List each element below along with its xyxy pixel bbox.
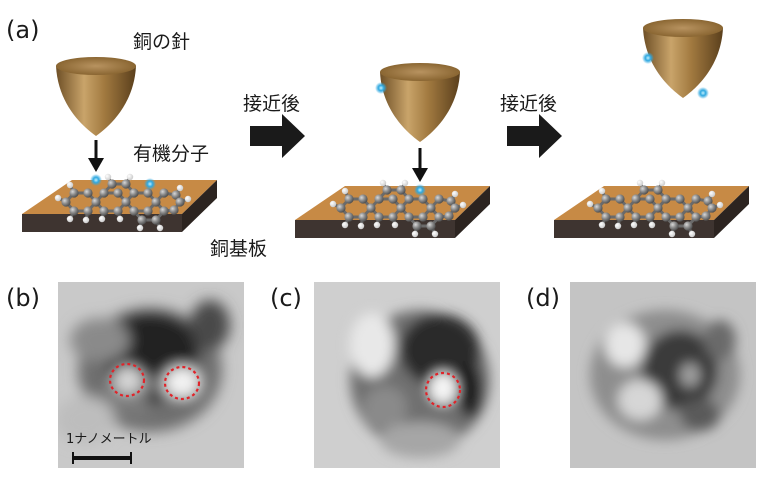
highlight-atom-tip-3b: [697, 87, 709, 99]
scale-bar-tick-left: [72, 452, 74, 464]
highlight-atom-2: [414, 184, 426, 196]
stm-image-b: [58, 282, 244, 468]
scale-bar: [72, 456, 132, 460]
substrate-3: [554, 186, 749, 238]
process-arrow-1-icon: [250, 114, 305, 158]
marker-circle-b2: [163, 365, 201, 401]
organic-molecule-label: 有機分子: [133, 143, 209, 165]
copper-substrate-label: 銅基板: [210, 238, 267, 260]
down-arrow-1-icon: [88, 140, 104, 172]
panel-b-label: (b): [6, 284, 40, 312]
copper-tip-3: [643, 19, 723, 98]
highlight-atom-tip-3a: [642, 52, 654, 64]
stm-image-c: [314, 282, 500, 468]
scale-bar-tick-right: [130, 452, 132, 464]
panel-c-label: (c): [270, 284, 302, 312]
panel-d-label: (d): [526, 284, 560, 312]
approach-label-2: 接近後: [500, 93, 557, 115]
approach-label-1: 接近後: [243, 93, 300, 115]
highlight-atom-tip-2: [375, 82, 387, 94]
substrate-2: [295, 186, 490, 238]
down-arrow-2-icon: [412, 148, 428, 182]
scale-bar-label: 1ナノメートル: [66, 432, 152, 447]
highlight-atom-1b: [144, 178, 156, 190]
substrate-1: [22, 180, 217, 232]
stm-image-d: [570, 282, 756, 468]
process-arrow-2-icon: [507, 114, 562, 158]
copper-tip-label: 銅の針: [133, 31, 190, 53]
marker-circle-c: [424, 371, 462, 409]
panel-a-label: (a): [6, 16, 39, 44]
highlight-atom-1a: [90, 174, 102, 186]
copper-tip-2: [380, 63, 460, 142]
marker-circle-b1: [108, 362, 146, 398]
copper-tip-1: [56, 57, 136, 136]
